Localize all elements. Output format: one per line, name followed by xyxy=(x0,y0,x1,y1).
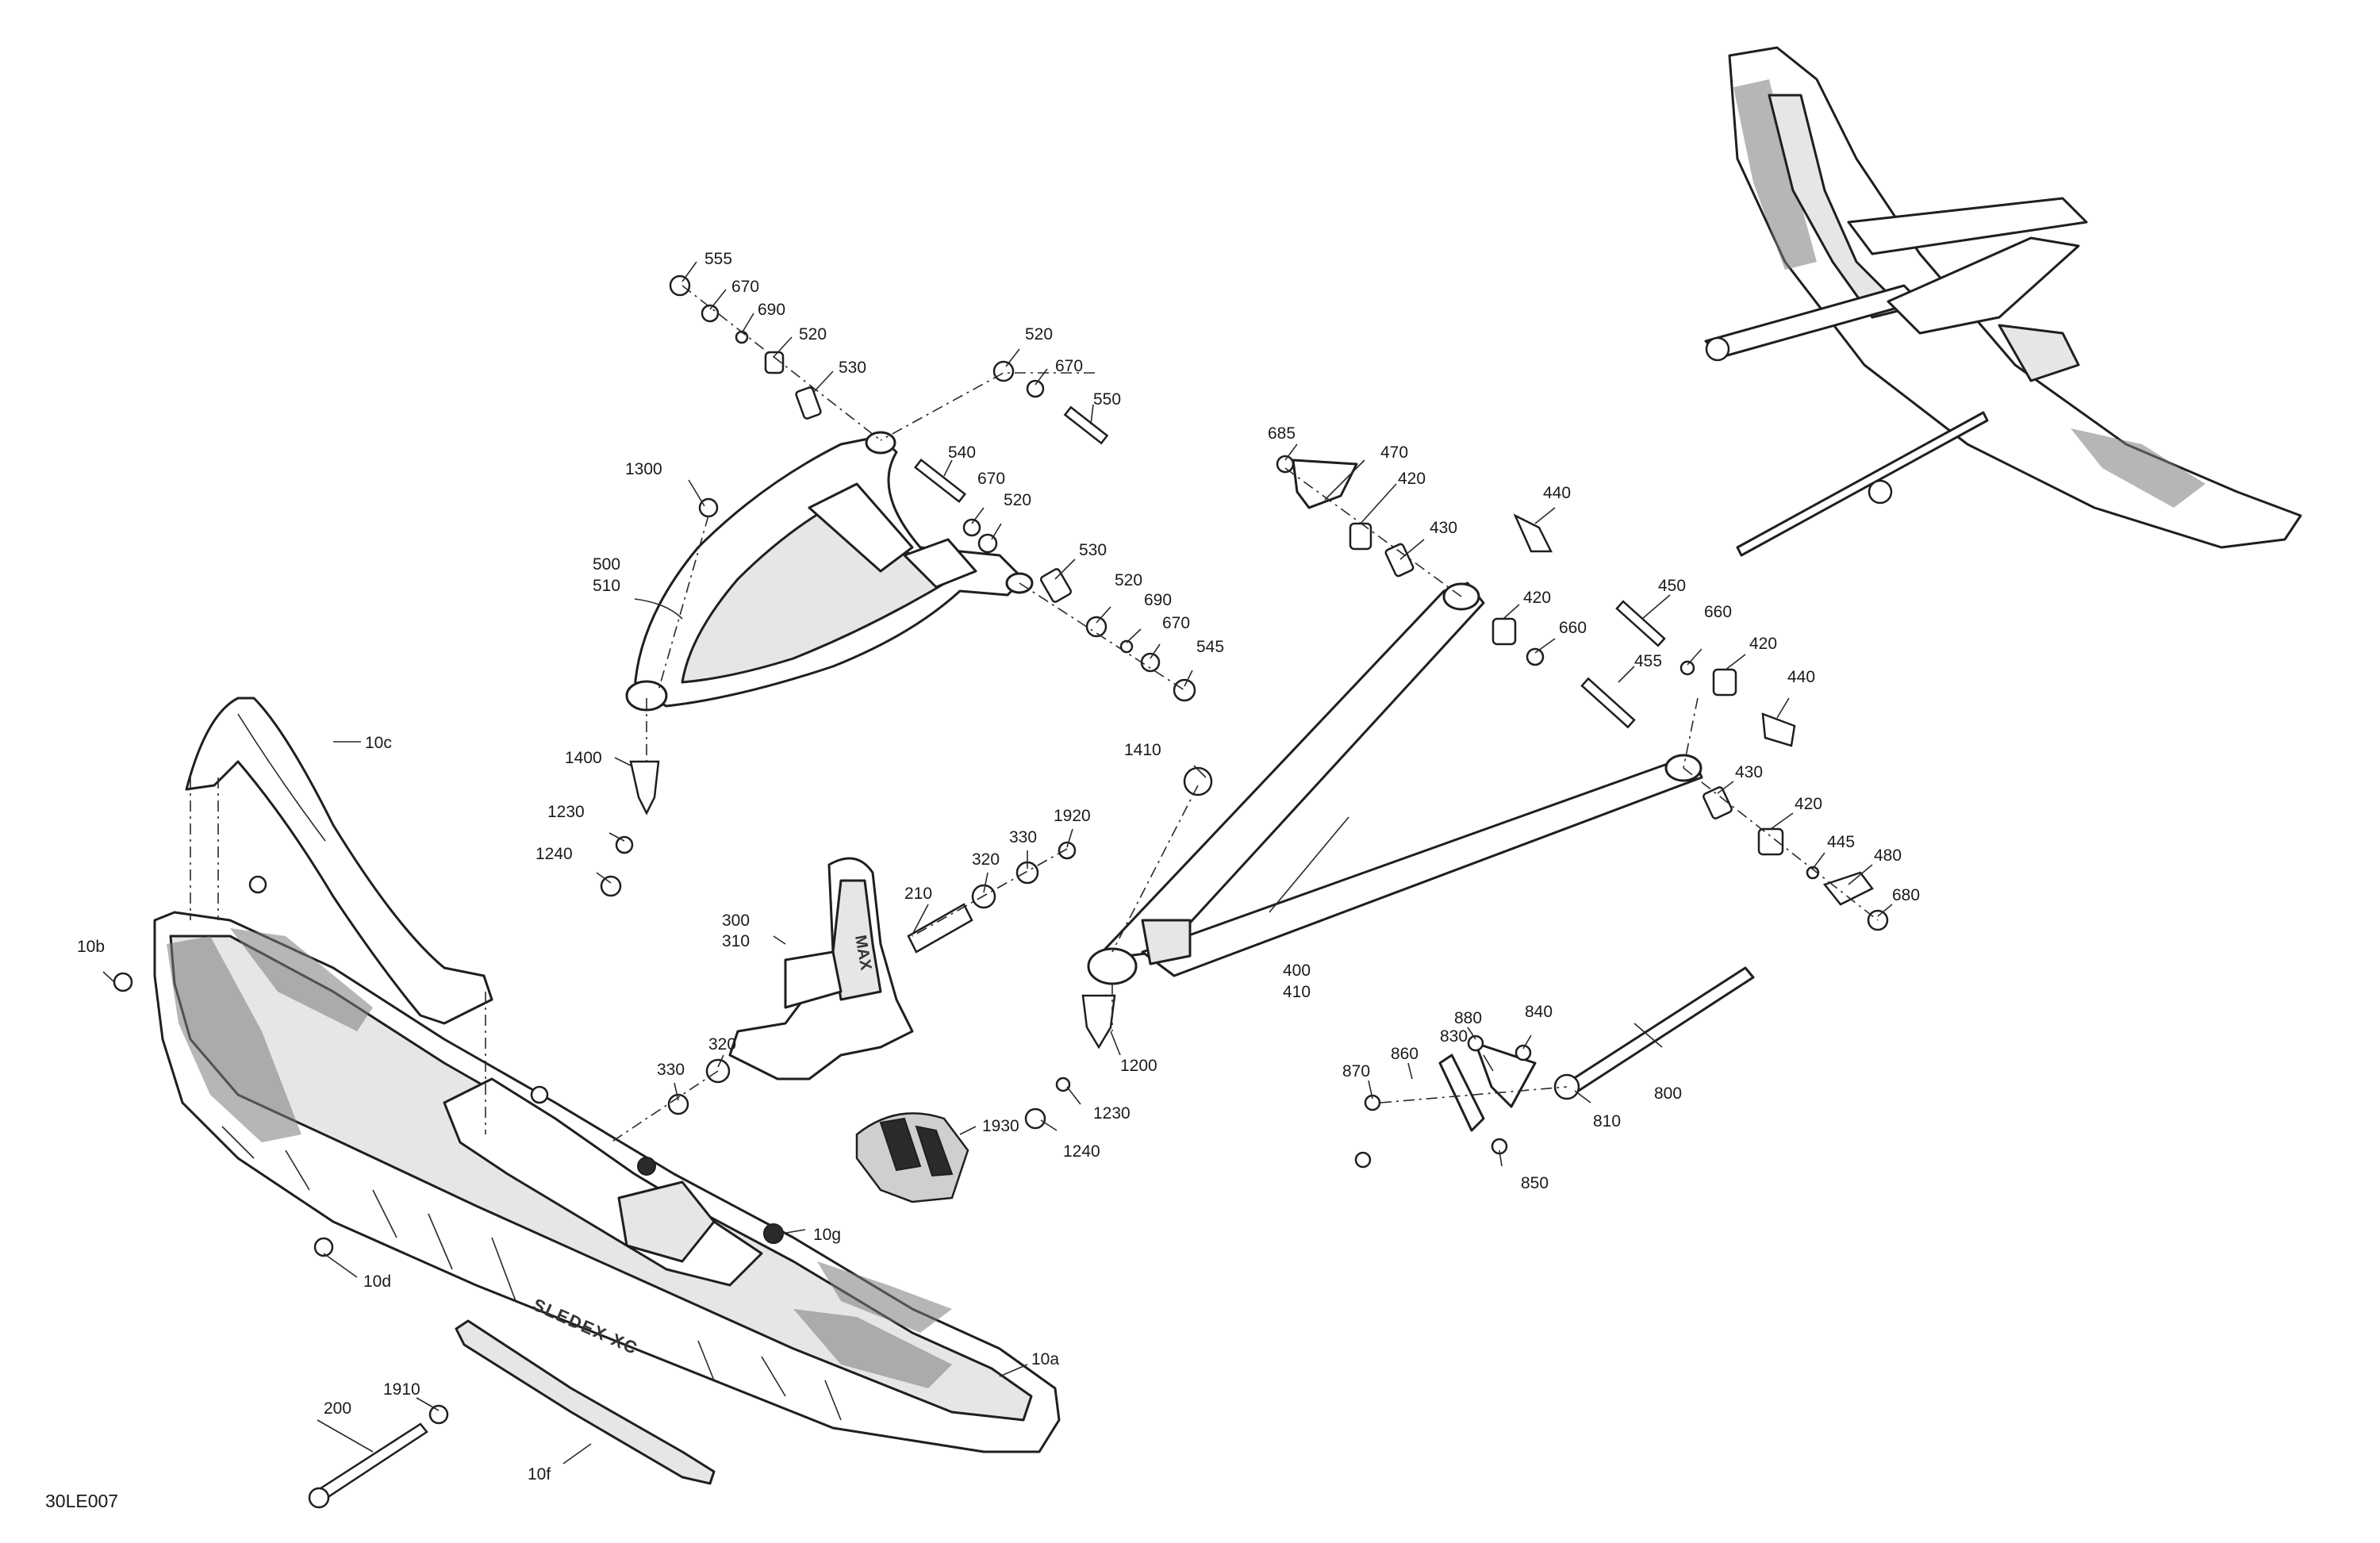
callout-840: 840 xyxy=(1525,1003,1553,1021)
callout-1910: 1910 xyxy=(383,1380,420,1399)
callout-210: 210 xyxy=(904,885,932,903)
callout-410: 410 xyxy=(1283,983,1311,1001)
callout-455: 455 xyxy=(1634,652,1662,670)
callout-10a: 10a xyxy=(1031,1350,1059,1368)
lower-a-arm xyxy=(1087,582,1703,985)
callout-520: 520 xyxy=(1025,325,1053,344)
upper-a-arm xyxy=(625,431,1034,712)
spindle: MAX xyxy=(728,857,914,1080)
callout-450: 450 xyxy=(1658,577,1686,595)
callout-670: 670 xyxy=(1055,357,1083,375)
callout-500: 500 xyxy=(593,555,620,574)
callout-1230: 1230 xyxy=(547,803,585,821)
callout-550: 550 xyxy=(1093,390,1121,409)
callout-1230: 1230 xyxy=(1093,1104,1130,1123)
callout-870: 870 xyxy=(1342,1062,1370,1080)
callout-445: 445 xyxy=(1827,833,1855,851)
callout-1410: 1410 xyxy=(1124,741,1161,759)
callout-670: 670 xyxy=(731,278,759,296)
ski-ribs xyxy=(221,1126,842,1421)
callout-680: 680 xyxy=(1892,886,1920,904)
callout-440: 440 xyxy=(1543,484,1571,502)
callout-430: 430 xyxy=(1735,763,1763,781)
ski-handle xyxy=(185,697,493,1025)
callout-1200: 1200 xyxy=(1120,1057,1157,1075)
ski-traction-texture-rear xyxy=(793,1309,952,1388)
callout-labels: 555 670 690 520 530 520 670 550 540 670 … xyxy=(45,250,1920,1511)
spindle-hardware xyxy=(667,841,1077,1115)
callout-1240: 1240 xyxy=(1063,1142,1100,1161)
ski-assembly: SLEDEX XC xyxy=(153,911,1061,1453)
callout-520: 520 xyxy=(1004,491,1031,509)
callout-1400: 1400 xyxy=(565,749,602,767)
callout-880: 880 xyxy=(1454,1009,1482,1027)
ski-traction-texture-top xyxy=(230,928,373,1031)
callout-420: 420 xyxy=(1795,795,1822,813)
callout-800: 800 xyxy=(1654,1084,1682,1103)
callout-690: 690 xyxy=(1144,591,1172,609)
callout-10d: 10d xyxy=(363,1272,391,1291)
callout-200: 200 xyxy=(324,1399,351,1418)
steering-linkage xyxy=(1354,966,1755,1169)
callout-1240: 1240 xyxy=(536,845,573,863)
steering-arm-plate xyxy=(1438,1054,1485,1132)
callout-830: 830 xyxy=(1440,1027,1468,1046)
callout-545: 545 xyxy=(1196,638,1224,656)
callout-530: 530 xyxy=(839,359,866,377)
leader-lines xyxy=(102,261,1893,1464)
callout-690: 690 xyxy=(758,301,785,319)
callout-555: 555 xyxy=(704,250,732,268)
callout-540: 540 xyxy=(948,443,976,462)
callout-10c: 10c xyxy=(365,734,392,752)
callout-330: 330 xyxy=(1009,828,1037,846)
callout-420: 420 xyxy=(1749,635,1777,653)
callout-860: 860 xyxy=(1391,1045,1418,1063)
ski-fasteners xyxy=(113,875,784,1509)
callout-10g: 10g xyxy=(813,1226,841,1244)
tie-rod xyxy=(1565,966,1755,1095)
callout-1300: 1300 xyxy=(625,460,662,478)
callout-470: 470 xyxy=(1380,443,1408,462)
callout-660: 660 xyxy=(1704,603,1732,621)
callout-1920: 1920 xyxy=(1054,807,1091,825)
callout-530: 530 xyxy=(1079,541,1107,559)
ski-runner xyxy=(455,1319,716,1485)
upper-arm-hardware xyxy=(600,274,1196,897)
callout-310: 310 xyxy=(722,932,750,950)
lower-arm-hardware xyxy=(1024,455,1889,1130)
callout-510: 510 xyxy=(593,577,620,595)
callout-670: 670 xyxy=(1162,614,1190,632)
mounting-bracket xyxy=(1292,459,1358,509)
callout-430: 430 xyxy=(1430,519,1457,537)
callout-810: 810 xyxy=(1593,1112,1621,1130)
callout-520: 520 xyxy=(799,325,827,344)
callout-480: 480 xyxy=(1874,846,1902,865)
callout-10b: 10b xyxy=(77,938,105,956)
callout-670: 670 xyxy=(977,470,1005,488)
callout-320: 320 xyxy=(708,1035,736,1054)
drawing-code: 30LE007 xyxy=(45,1491,118,1511)
callout-850: 850 xyxy=(1521,1174,1549,1192)
assembled-ski-view xyxy=(1704,46,2302,557)
callout-440: 440 xyxy=(1787,668,1815,686)
ski-traction-texture-front xyxy=(167,936,301,1142)
callout-660: 660 xyxy=(1559,619,1587,637)
callout-400: 400 xyxy=(1283,961,1311,980)
callout-330: 330 xyxy=(657,1061,685,1079)
callout-520: 520 xyxy=(1115,571,1142,589)
callout-420: 420 xyxy=(1523,589,1551,607)
callout-1930: 1930 xyxy=(982,1117,1019,1135)
callout-320: 320 xyxy=(972,850,1000,869)
callout-10f: 10f xyxy=(528,1465,551,1484)
callout-685: 685 xyxy=(1268,424,1296,443)
callout-420: 420 xyxy=(1398,470,1426,488)
callout-300: 300 xyxy=(722,912,750,930)
